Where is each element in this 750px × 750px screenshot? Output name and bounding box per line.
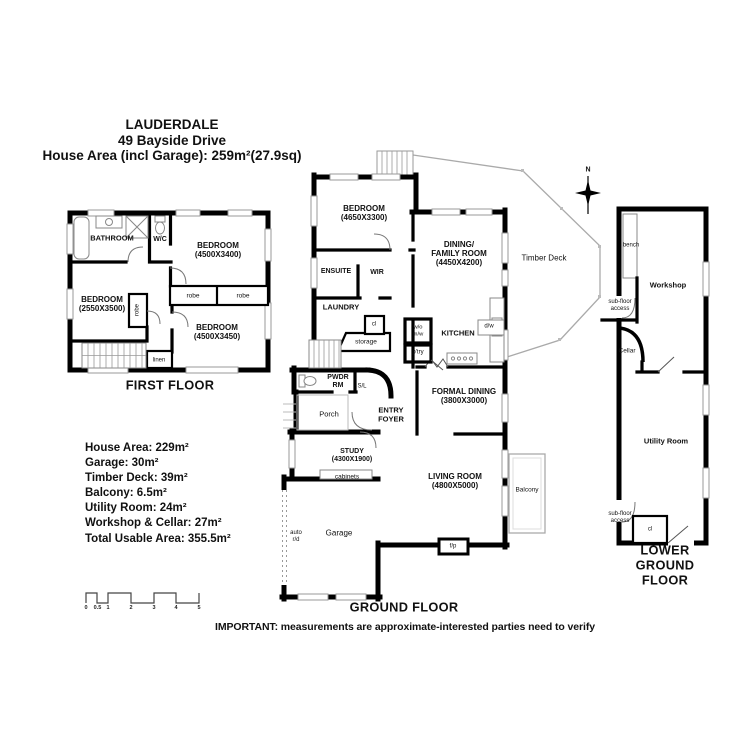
area-line: Total Usable Area: 355.5m²: [85, 532, 231, 545]
porch-outline: [283, 394, 349, 431]
label-timber-deck: Timber Deck: [521, 253, 567, 263]
area-line: Garage: 30m²: [85, 457, 159, 470]
label-garage: Garage: [325, 528, 353, 538]
area-line: Utility Room: 24m²: [85, 502, 187, 515]
cabinets-strip: [319, 469, 373, 480]
bench-outline: [622, 213, 638, 279]
label-laundry: LAUNDRY: [322, 302, 360, 312]
label-bedroom-3: BEDROOM (4500X3450): [193, 322, 241, 341]
lower-ground-floor-plan: [600, 206, 710, 546]
label-powder-room: PWDR RM: [327, 373, 349, 389]
label-subfloor-access-1: sub-floor access: [608, 299, 632, 312]
scale-number: 0.5: [93, 605, 102, 611]
label-closet-ground: cl: [371, 321, 377, 328]
label-kitchen: KITCHEN: [441, 328, 475, 338]
garage-roller-door: [281, 490, 287, 585]
scale-number: 3: [152, 605, 156, 611]
label-closet-lower: cl: [647, 526, 653, 533]
label-workshop: Workshop: [649, 280, 687, 290]
label-bedroom-1: BEDROOM (4500X3400): [194, 240, 242, 259]
scale-number: 5: [197, 605, 201, 611]
ground-floor-title: GROUND FLOOR: [349, 599, 459, 615]
title-block: LAUDERDALE 49 Bayside Drive House Area (…: [22, 117, 322, 164]
property-address: 49 Bayside Drive: [117, 132, 227, 148]
label-utility-room: Utility Room: [643, 436, 689, 446]
label-study: STUDY (4300X1900): [331, 447, 373, 463]
kitchen-bench: [446, 297, 505, 365]
label-porch: Porch: [319, 409, 339, 419]
north-label: N: [585, 166, 591, 174]
toilet-icon: [154, 215, 166, 235]
label-living-room: LIVING ROOM (4800X5000): [428, 471, 482, 490]
first-floor-plan: [66, 209, 272, 374]
label-fireplace: f/p: [449, 543, 457, 550]
area-line: House Area: 229m²: [85, 442, 189, 454]
north-arrow-icon: [575, 176, 601, 214]
timber-deck-outline: [412, 154, 601, 358]
label-bench: bench: [622, 242, 640, 249]
label-pantry: p'try: [412, 349, 424, 356]
label-bedroom-2: BEDROOM (2550X3500): [78, 294, 126, 313]
label-robe-right: robe: [236, 292, 250, 300]
area-line: Timber Deck: 39m²: [85, 472, 188, 485]
powder-toilet-icon: [298, 374, 317, 388]
property-name: LAUDERDALE: [125, 117, 219, 132]
scale-bar: [85, 592, 200, 604]
label-auto-roller-door: auto r/d: [290, 530, 302, 543]
first-floor-stairs: [81, 342, 147, 369]
vanity-icon: [95, 215, 123, 229]
label-linen: linen: [152, 357, 166, 364]
fireplace-icon: [437, 537, 470, 556]
label-entry-foyer: ENTRY FOYER: [378, 405, 404, 423]
label-wc: W/C: [153, 235, 167, 243]
area-summary-list: House Area: 229m² Garage: 30m² Timber De…: [85, 441, 231, 547]
label-dining-family-room: DINING/ FAMILY ROOM (4450X4200): [431, 240, 487, 268]
label-ensuite: ENSUITE: [320, 267, 352, 275]
label-dishwasher: d/w: [484, 323, 494, 330]
house-area-line: House Area (incl Garage): 259m²(27.9sq): [42, 148, 302, 163]
scale-number: 4: [174, 605, 178, 611]
ground-floor-stairs: [308, 339, 342, 369]
first-floor-title: FIRST FLOOR: [125, 377, 215, 393]
area-line: Balcony: 6.5m²: [85, 487, 167, 500]
shower-icon: [125, 215, 149, 239]
area-line: Workshop & Cellar: 27m²: [85, 517, 222, 530]
ground-floor-plan: [279, 172, 510, 602]
label-storage: storage: [355, 338, 377, 346]
scale-number: 0: [84, 605, 88, 611]
label-cellar: Cellar: [618, 347, 636, 355]
label-bathroom: BATHROOM: [90, 233, 134, 243]
label-wir: WIR: [370, 268, 384, 276]
label-bedroom-4: BEDROOM (4650X3300): [340, 203, 388, 222]
balcony-outline: [508, 453, 546, 534]
label-skylight: S/L: [357, 383, 367, 390]
scale-number: 2: [129, 605, 133, 611]
bathtub-icon: [73, 216, 90, 260]
exterior-stairs: [376, 150, 414, 177]
label-formal-dining: FORMAL DINING (3800X3000): [431, 386, 497, 405]
label-subfloor-access-2: sub-floor access: [608, 511, 632, 524]
lower-ground-floor-title: LOWER GROUND FLOOR: [635, 542, 695, 588]
label-balcony: Balcony: [515, 486, 539, 494]
label-cabinets: cabinets: [334, 473, 360, 481]
label-robe-left: robe: [186, 292, 200, 300]
disclaimer-text: IMPORTANT: measurements are approximate-…: [215, 621, 595, 633]
scale-number: 1: [106, 605, 110, 611]
label-wall-oven-microwave: w/o m/w: [412, 324, 424, 337]
label-robe-vertical: robe: [134, 303, 141, 317]
